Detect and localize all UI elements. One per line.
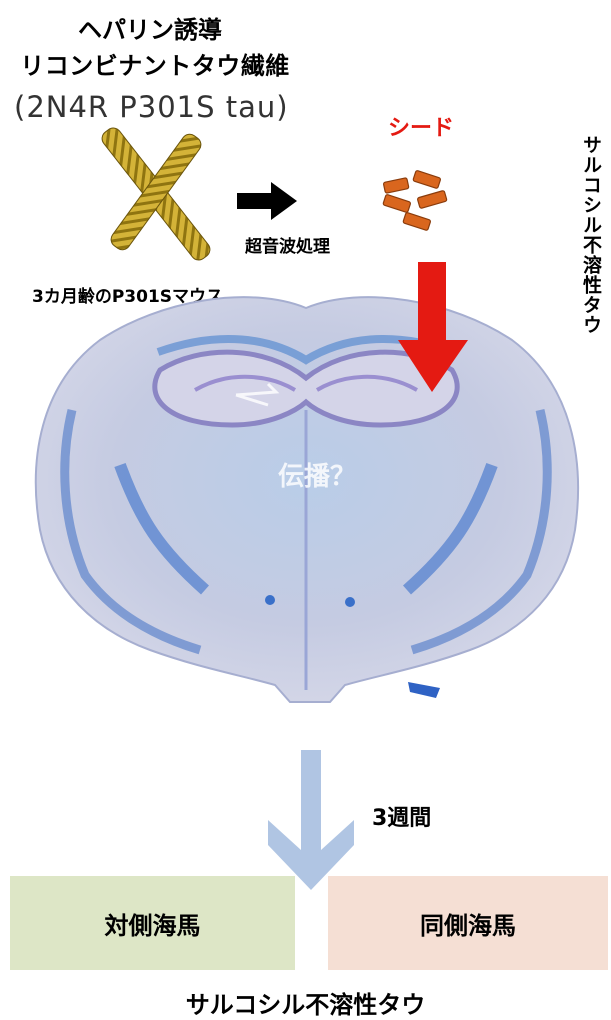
ipsilateral-hippocampus-box: 同側海馬 [328, 876, 608, 970]
sarkosyl-insoluble-tau-bottom-label: サルコシル不溶性タウ [0, 985, 611, 1020]
brain-section-image [0, 290, 611, 710]
tau-construct-label: (2N4R P301S tau) [14, 90, 289, 124]
contralateral-hippocampus-box: 対側海馬 [10, 876, 295, 970]
tau-fibril-icon [100, 132, 210, 252]
three-weeks-label: 3週間 [372, 800, 431, 832]
ipsilateral-hippocampus-label: 同側海馬 [420, 906, 516, 941]
contralateral-hippocampus-label: 対側海馬 [105, 906, 201, 941]
spread-question-label: 伝播？ [278, 456, 356, 493]
injection-arrow [398, 262, 470, 394]
title-line-2: リコンビナントタウ繊維 [0, 46, 310, 81]
seed-label: シード [388, 110, 454, 142]
process-arrow [237, 180, 299, 222]
seed-fragments-icon [378, 168, 468, 238]
three-week-arrow [266, 750, 356, 895]
title-line-1: ヘパリン誘導 [0, 10, 300, 45]
sonication-label: 超音波処理 [245, 232, 330, 257]
